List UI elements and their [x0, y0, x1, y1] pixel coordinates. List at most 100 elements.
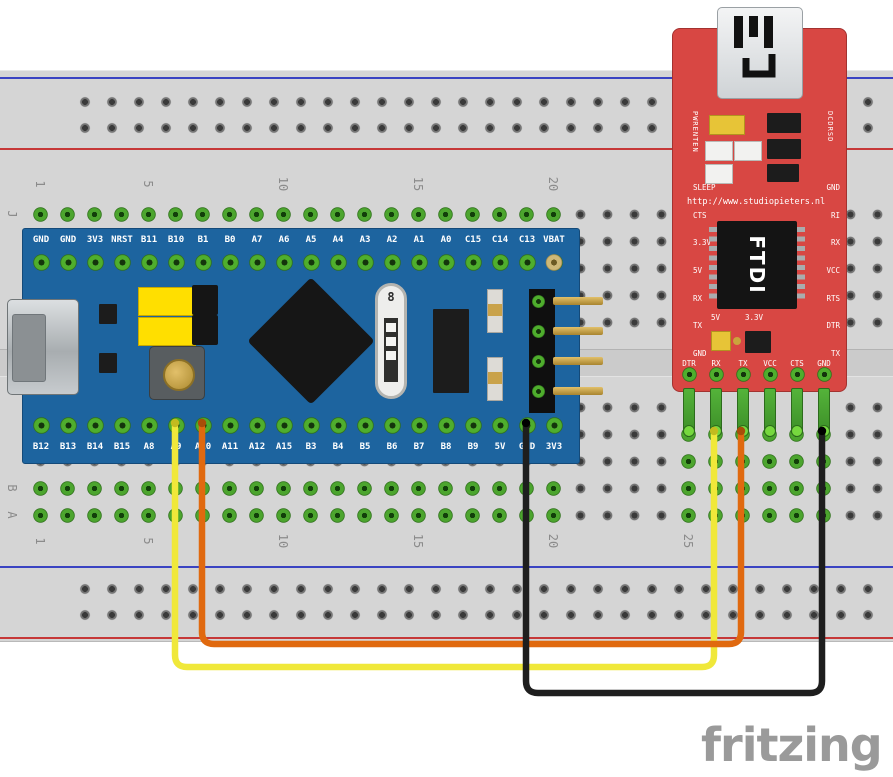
pin-label: B11: [140, 235, 158, 245]
swd-header-pin: [553, 357, 603, 365]
pin-label: GND: [826, 183, 840, 192]
pin-label: GND: [32, 235, 50, 245]
usb-pads-symbol: [734, 16, 776, 78]
pin-label: A6: [278, 235, 290, 245]
pin-label: B6: [386, 442, 398, 452]
pin-label: B8: [440, 442, 452, 452]
crystal-pads: [384, 318, 398, 382]
boot1-jumper[interactable]: [138, 287, 196, 316]
wire-end[interactable]: [197, 418, 207, 428]
smd-component: [767, 113, 801, 133]
swd-header-pin: [553, 387, 603, 395]
swd-header-socket: [532, 384, 545, 398]
led: [487, 289, 503, 333]
ftdi-header-pin-dtr: [683, 388, 695, 437]
crystal-label: 8: [387, 290, 395, 304]
reset-button-plunger[interactable]: [163, 359, 195, 391]
top-rail-red-line: [0, 148, 893, 150]
chip-pins-right: [797, 227, 805, 303]
pin-label: A11: [221, 442, 239, 452]
pin-label: B3: [305, 442, 317, 452]
ftdi-bottom-pin-sockets: [675, 366, 838, 383]
connected-holes-ftdi-columns: [675, 420, 837, 529]
wire-end[interactable]: [521, 418, 531, 428]
pin-label: A15: [275, 442, 293, 452]
crystal-8mhz: 8: [375, 283, 407, 399]
voltage-select-jumper[interactable]: [711, 331, 731, 351]
wire-end[interactable]: [170, 418, 180, 428]
silkscreen-right-vertical: DCDRSD: [826, 111, 834, 143]
ftdi-header-pin-cts: [791, 388, 803, 437]
silkscreen-left-vertical: PWRENTEN: [691, 111, 699, 153]
smd-component: [705, 141, 733, 161]
pin-label: A3: [359, 235, 371, 245]
wire-yellow-a9-to-rx[interactable]: [171, 419, 718, 671]
led: [487, 357, 503, 401]
top-rail-blue-line: [0, 77, 893, 79]
boot1-jumper-cap[interactable]: [192, 285, 218, 315]
swd-header-socket: [532, 324, 545, 338]
pin-label: SLEEP: [693, 183, 716, 192]
pin-label: B12: [32, 442, 50, 452]
pin-label: VCC: [826, 266, 840, 276]
wire-end[interactable]: [817, 426, 827, 436]
pin-label: DTR: [682, 359, 696, 368]
pin-label: GND: [817, 359, 831, 368]
pin-label: B14: [86, 442, 104, 452]
connected-holes-row-j: [27, 200, 567, 228]
wire-end[interactable]: [736, 426, 746, 436]
pin-label: 3V3: [545, 442, 563, 452]
pin-label: B5: [359, 442, 371, 452]
capacitor: [709, 115, 745, 135]
pin-label: B7: [413, 442, 425, 452]
ftdi-board[interactable]: PWRENTEN DCDRSD http://www.studiopieters…: [672, 7, 847, 392]
pin-label: A1: [413, 235, 425, 245]
boot0-jumper-cap[interactable]: [192, 315, 218, 345]
pin-label: B15: [113, 442, 131, 452]
pin-label: B13: [59, 442, 77, 452]
pin-label: 3V3: [86, 235, 104, 245]
wire-end[interactable]: [709, 426, 719, 436]
pin-label: A12: [248, 442, 266, 452]
smd-component: [745, 331, 771, 353]
pin-label: A5: [305, 235, 317, 245]
wire-black-gnd-to-gnd[interactable]: [522, 419, 826, 697]
bottom-rail-blue-line: [0, 566, 893, 568]
micro-usb-connector: [7, 299, 79, 395]
pin-label: VBAT: [543, 235, 565, 245]
connected-holes-rows-ba: [27, 474, 567, 529]
pin-label: GND: [693, 349, 707, 359]
smd-component: [734, 141, 762, 161]
pin-label: B10: [167, 235, 185, 245]
swd-header-socket: [532, 354, 545, 368]
jumper-pad: [733, 337, 741, 345]
pin-label: C15: [464, 235, 482, 245]
bottom-rail-red-line: [0, 637, 893, 639]
pin-label: C14: [491, 235, 509, 245]
pin-label: 3.3V: [693, 238, 712, 248]
bluepill-top-pin-sockets: [27, 254, 568, 271]
silkscreen-url: http://www.studiopieters.nl: [687, 197, 826, 207]
reset-button[interactable]: [149, 346, 205, 400]
pin-label: B1: [197, 235, 209, 245]
smd-component: [99, 353, 117, 373]
pin-label: RI: [830, 210, 840, 220]
pin-label: TX: [830, 349, 840, 359]
fritzing-logo: fritzing: [701, 718, 883, 772]
pin-label: RX: [693, 293, 703, 303]
wire-orange-a10-to-tx[interactable]: [198, 419, 745, 648]
ftdi-header-pin-vcc: [764, 388, 776, 437]
mini-usb-connector: [717, 7, 803, 99]
smd-component: [767, 164, 799, 182]
ftdi-chip: FTDI: [717, 221, 797, 309]
pin-label: TX: [738, 359, 748, 368]
swd-header-pin: [553, 297, 603, 305]
boot0-jumper[interactable]: [138, 317, 196, 346]
pin-label: CTS: [693, 210, 707, 220]
pin-label: C13: [518, 235, 536, 245]
